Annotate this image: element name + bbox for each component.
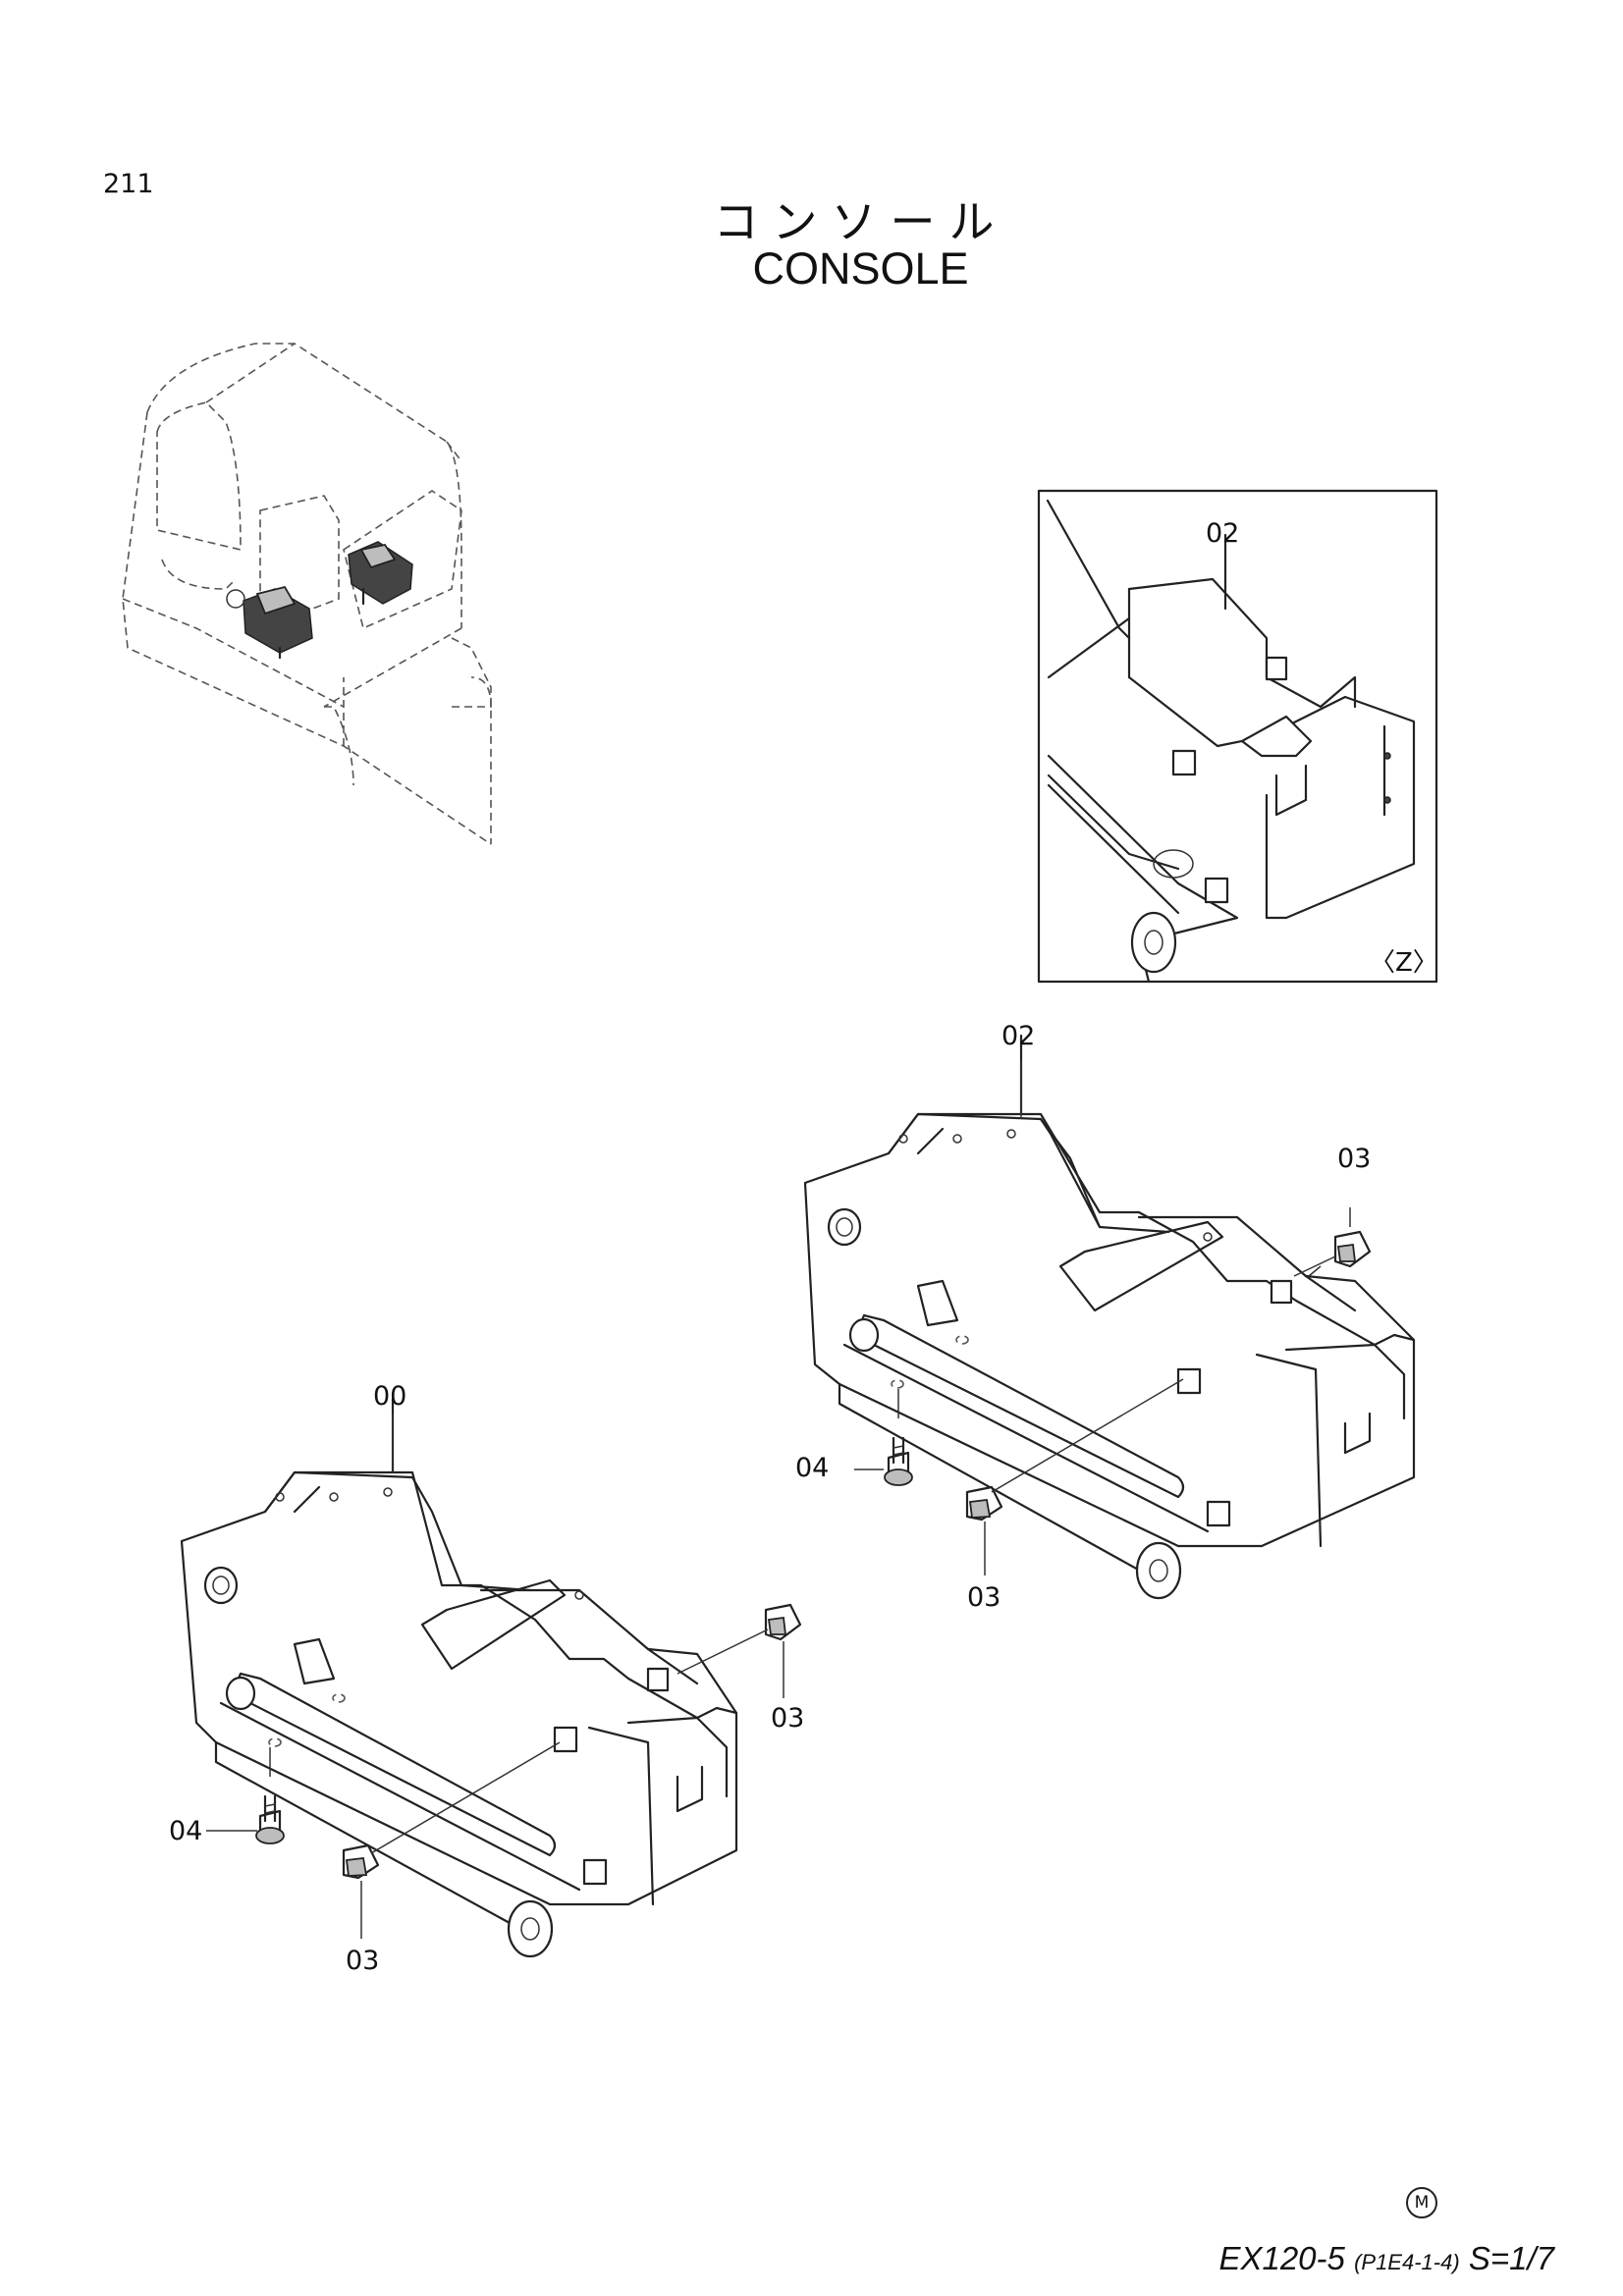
callout-right-03-bottom: 03: [967, 1582, 1001, 1613]
footer-scale: S=1/7: [1468, 2240, 1554, 2276]
callout-detail-02: 02: [1206, 518, 1240, 549]
left-console-assembly: [180, 1397, 802, 1958]
footer-model-info: EX120-5 (P1E4-1-4) S=1/7: [1218, 2240, 1554, 2277]
footer-code: (P1E4-1-4): [1354, 2250, 1460, 2274]
manufacturer-mark: M: [1406, 2187, 1437, 2218]
detail-view-label: 〈Z〉: [1370, 948, 1438, 978]
detail-view-z: [1037, 489, 1438, 984]
page-number: 211: [103, 169, 154, 199]
callout-left-03-bottom: 03: [346, 1946, 380, 1976]
cab-overview-illustration: [122, 343, 492, 845]
page-title-japanese: コンソール: [713, 195, 1008, 248]
callout-right-02: 02: [1001, 1021, 1036, 1051]
callout-left-00: 00: [373, 1381, 407, 1412]
page-title-english: CONSOLE: [752, 243, 969, 294]
right-console-assembly: [803, 1034, 1416, 1600]
callout-right-03-top: 03: [1337, 1144, 1372, 1174]
callout-left-03-right: 03: [771, 1703, 805, 1734]
callout-left-04: 04: [169, 1816, 203, 1846]
callout-right-04: 04: [795, 1453, 830, 1483]
footer-model: EX120-5: [1218, 2240, 1345, 2276]
